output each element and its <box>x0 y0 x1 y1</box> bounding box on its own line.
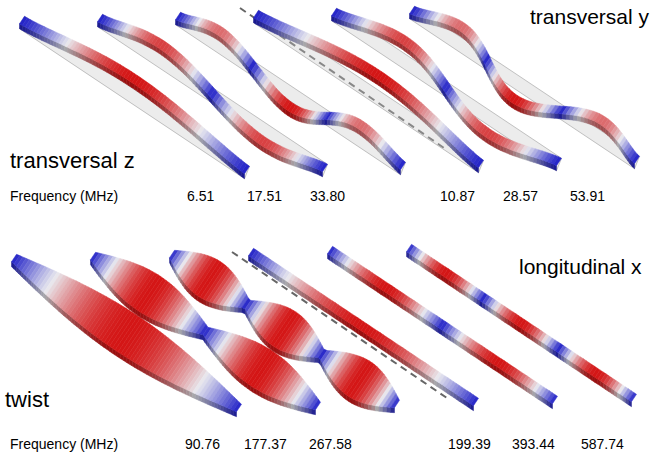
beam-segment <box>546 113 550 118</box>
beam-segment <box>550 394 558 403</box>
beam-segment <box>554 113 558 118</box>
beam-segment <box>398 160 406 170</box>
beam-segment <box>307 357 311 362</box>
mode-label: transversal y <box>530 6 649 27</box>
beam-segment <box>305 118 308 124</box>
beam-segment <box>566 114 570 119</box>
beam-segment <box>299 356 303 362</box>
beam-segment <box>220 305 224 311</box>
beam-segment <box>376 406 380 412</box>
beam-segment <box>231 306 235 312</box>
frequency-value: 587.74 <box>581 437 624 451</box>
beam-segment <box>558 114 562 119</box>
beam-segment <box>192 25 195 31</box>
beam-segment <box>302 117 305 123</box>
beam-segment <box>242 164 250 174</box>
beam-segment <box>379 406 383 411</box>
beam-segment <box>187 23 190 29</box>
frequency-value: 6.51 <box>187 189 214 203</box>
beam-segment <box>313 119 316 124</box>
beam-segment <box>327 120 330 125</box>
beam-segment <box>535 111 539 117</box>
beam-segment <box>190 24 193 30</box>
beam-segment <box>319 120 322 125</box>
beam-segment <box>308 119 311 124</box>
beam-segment <box>341 122 344 128</box>
beam-segment <box>543 112 547 117</box>
beam-segment <box>550 113 554 118</box>
beam-segment <box>410 6 640 168</box>
separator-line <box>232 252 447 398</box>
beam-segment <box>322 120 325 125</box>
beam-segment <box>303 356 307 362</box>
beam-segment <box>629 392 637 401</box>
frequency-value: 17.51 <box>247 189 282 203</box>
beam-group <box>12 6 640 416</box>
beam-segment <box>311 357 315 362</box>
beam-segment <box>223 305 227 311</box>
beam-segment <box>632 154 639 164</box>
beam-segment <box>320 163 328 172</box>
beam-segment <box>539 112 543 118</box>
beam-segment <box>574 115 578 121</box>
beam-segment <box>316 119 319 124</box>
mode-label: twist <box>5 389 49 411</box>
beam-segment <box>325 120 328 125</box>
beam-segment <box>383 407 387 412</box>
mode-label: Frequency (MHz) <box>10 437 118 451</box>
beam-segment <box>531 111 535 117</box>
beam-segment <box>562 114 566 119</box>
beam-segment <box>476 158 484 168</box>
frequency-value: 28.57 <box>503 189 538 203</box>
beam-segment <box>471 396 479 405</box>
beam-segment <box>553 157 561 166</box>
beam-segment <box>387 407 391 412</box>
frequency-value: 53.91 <box>570 189 605 203</box>
beam-segment <box>314 357 318 362</box>
beam-segment <box>570 115 574 121</box>
beam-segment <box>333 120 336 125</box>
beam-segment <box>234 307 238 312</box>
beam-segment <box>227 306 231 311</box>
frequency-value: 177.37 <box>244 437 287 451</box>
beam-segment <box>336 121 339 126</box>
frequency-value: 90.76 <box>185 437 220 451</box>
frequency-value: 199.39 <box>448 437 491 451</box>
beam-segment <box>339 121 342 127</box>
beam-segment <box>391 397 400 408</box>
beam-segment <box>238 307 242 312</box>
beam-segment <box>372 405 376 411</box>
beam-segment <box>391 407 395 412</box>
beam-segment <box>368 404 372 410</box>
beam-segment <box>184 23 187 29</box>
mode-label: transversal z <box>10 150 135 172</box>
beam-segment <box>312 399 321 409</box>
frequency-value: 393.44 <box>512 437 555 451</box>
frequency-value: 267.58 <box>309 437 352 451</box>
beam-segment <box>296 355 300 361</box>
beam-segment <box>311 119 314 124</box>
mode-label: longitudinal x <box>519 256 642 277</box>
frequency-value: 10.87 <box>440 189 475 203</box>
beam-segment <box>330 120 333 125</box>
mode-label: Frequency (MHz) <box>10 189 118 203</box>
frequency-value: 33.80 <box>310 189 345 203</box>
beam-segment <box>233 402 241 412</box>
